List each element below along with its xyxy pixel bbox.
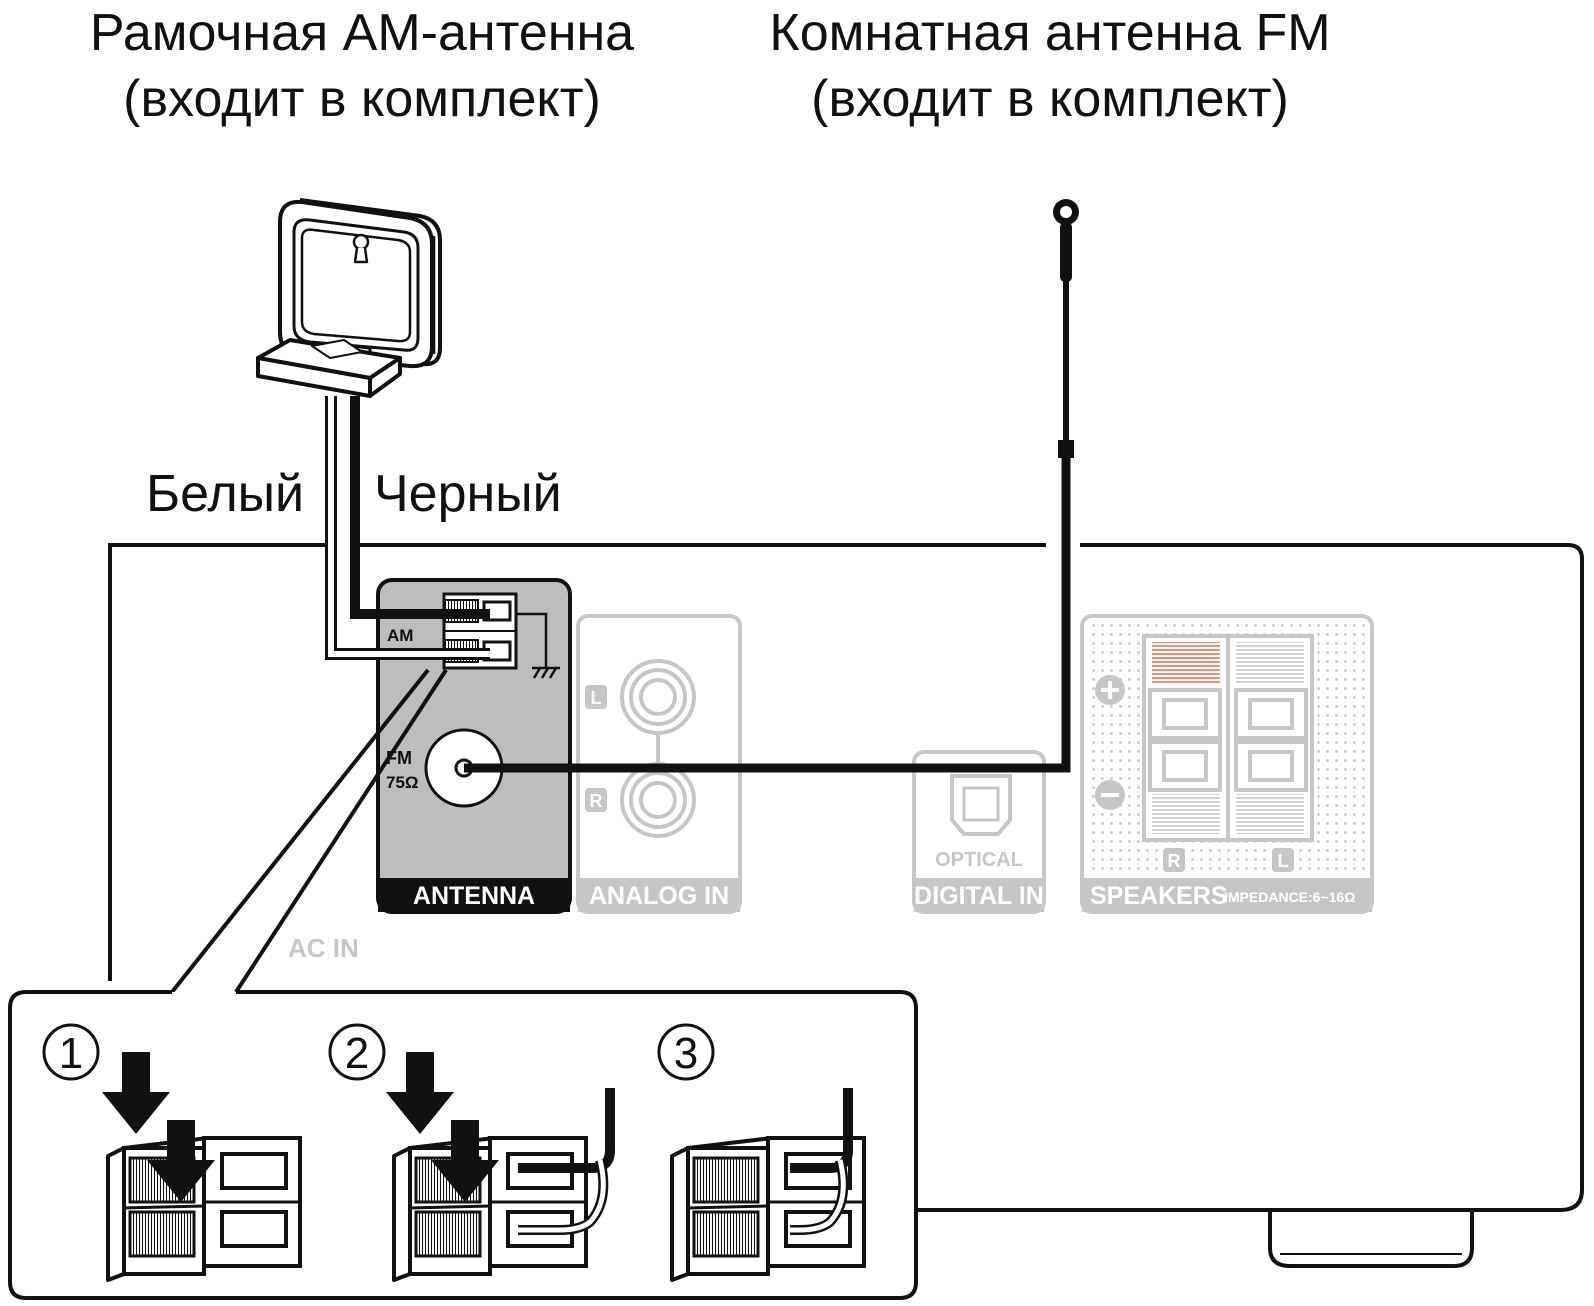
step-2: ② 2 [328, 1023, 615, 1282]
am-label: AM [387, 626, 413, 645]
fm-antenna-caption-line1: Комнатная антенна FM [769, 4, 1331, 62]
fm-indoor-antenna [1053, 199, 1079, 772]
receiver-rear-panel [108, 543, 1584, 1268]
fm-antenna-caption: Комнатная антенна FM (входит в комплект) [740, 0, 1360, 132]
fm-antenna-caption-line2: (входит в комплект) [811, 70, 1289, 128]
speaker-terminal-top-left[interactable] [1236, 642, 1304, 684]
ground-icon [516, 612, 560, 679]
speaker-terminal-top-red[interactable] [1152, 642, 1220, 684]
speakers-section: R L SPEAKERS IMPEDANCE:6~16Ω [1080, 614, 1374, 914]
speakers-right-label: R [1168, 851, 1181, 871]
white-wire-label: Белый [146, 465, 305, 523]
callout-lines [170, 668, 448, 994]
antenna-section: ANTENNA AM FM 75Ω [376, 578, 572, 914]
am-antenna-caption-line2: (входит в комплект) [123, 70, 601, 128]
fm-impedance-label: 75Ω [386, 773, 419, 792]
analog-in-right-label: R [590, 791, 603, 811]
step-3: ③ 3 [657, 1023, 866, 1282]
am-cable-black [350, 396, 490, 619]
plus-icon [1095, 675, 1125, 705]
terminal-steps-callout: ① 1 ② 2 ③ 3 [8, 990, 918, 1300]
antenna-label: ANTENNA [413, 882, 535, 910]
analog-in-left-label: L [591, 688, 602, 708]
step-1: ① 1 [42, 1023, 302, 1282]
optical-label: OPTICAL [935, 849, 1023, 871]
step-3-digit: 3 [674, 1029, 698, 1078]
am-loop-antenna [256, 198, 442, 398]
am-antenna-caption-line1: Рамочная АМ-антенна [89, 4, 635, 62]
digital-in-section: OPTICAL DIGITAL IN [912, 750, 1046, 914]
digital-in-label: DIGITAL IN [914, 882, 1044, 910]
am-cable-white [325, 396, 490, 660]
step-1-digit: 1 [59, 1029, 83, 1078]
speakers-label: SPEAKERS [1090, 882, 1228, 910]
speaker-terminal-blocks[interactable] [1148, 688, 1308, 792]
speakers-impedance-label: IMPEDANCE:6~16Ω [1224, 889, 1355, 905]
minus-icon [1095, 780, 1125, 810]
analog-in-left-jack[interactable] [620, 659, 696, 735]
step-2-digit: 2 [345, 1029, 369, 1078]
speakers-left-label: L [1278, 851, 1289, 871]
black-wire-label: Черный [374, 465, 562, 523]
fm-cable [464, 700, 1071, 773]
ac-in-label: AC IN [288, 933, 359, 963]
am-antenna-caption: Рамочная АМ-антенна (входит в комплект) [52, 0, 672, 132]
optical-port[interactable] [950, 774, 1012, 836]
analog-in-label: ANALOG IN [589, 882, 729, 910]
